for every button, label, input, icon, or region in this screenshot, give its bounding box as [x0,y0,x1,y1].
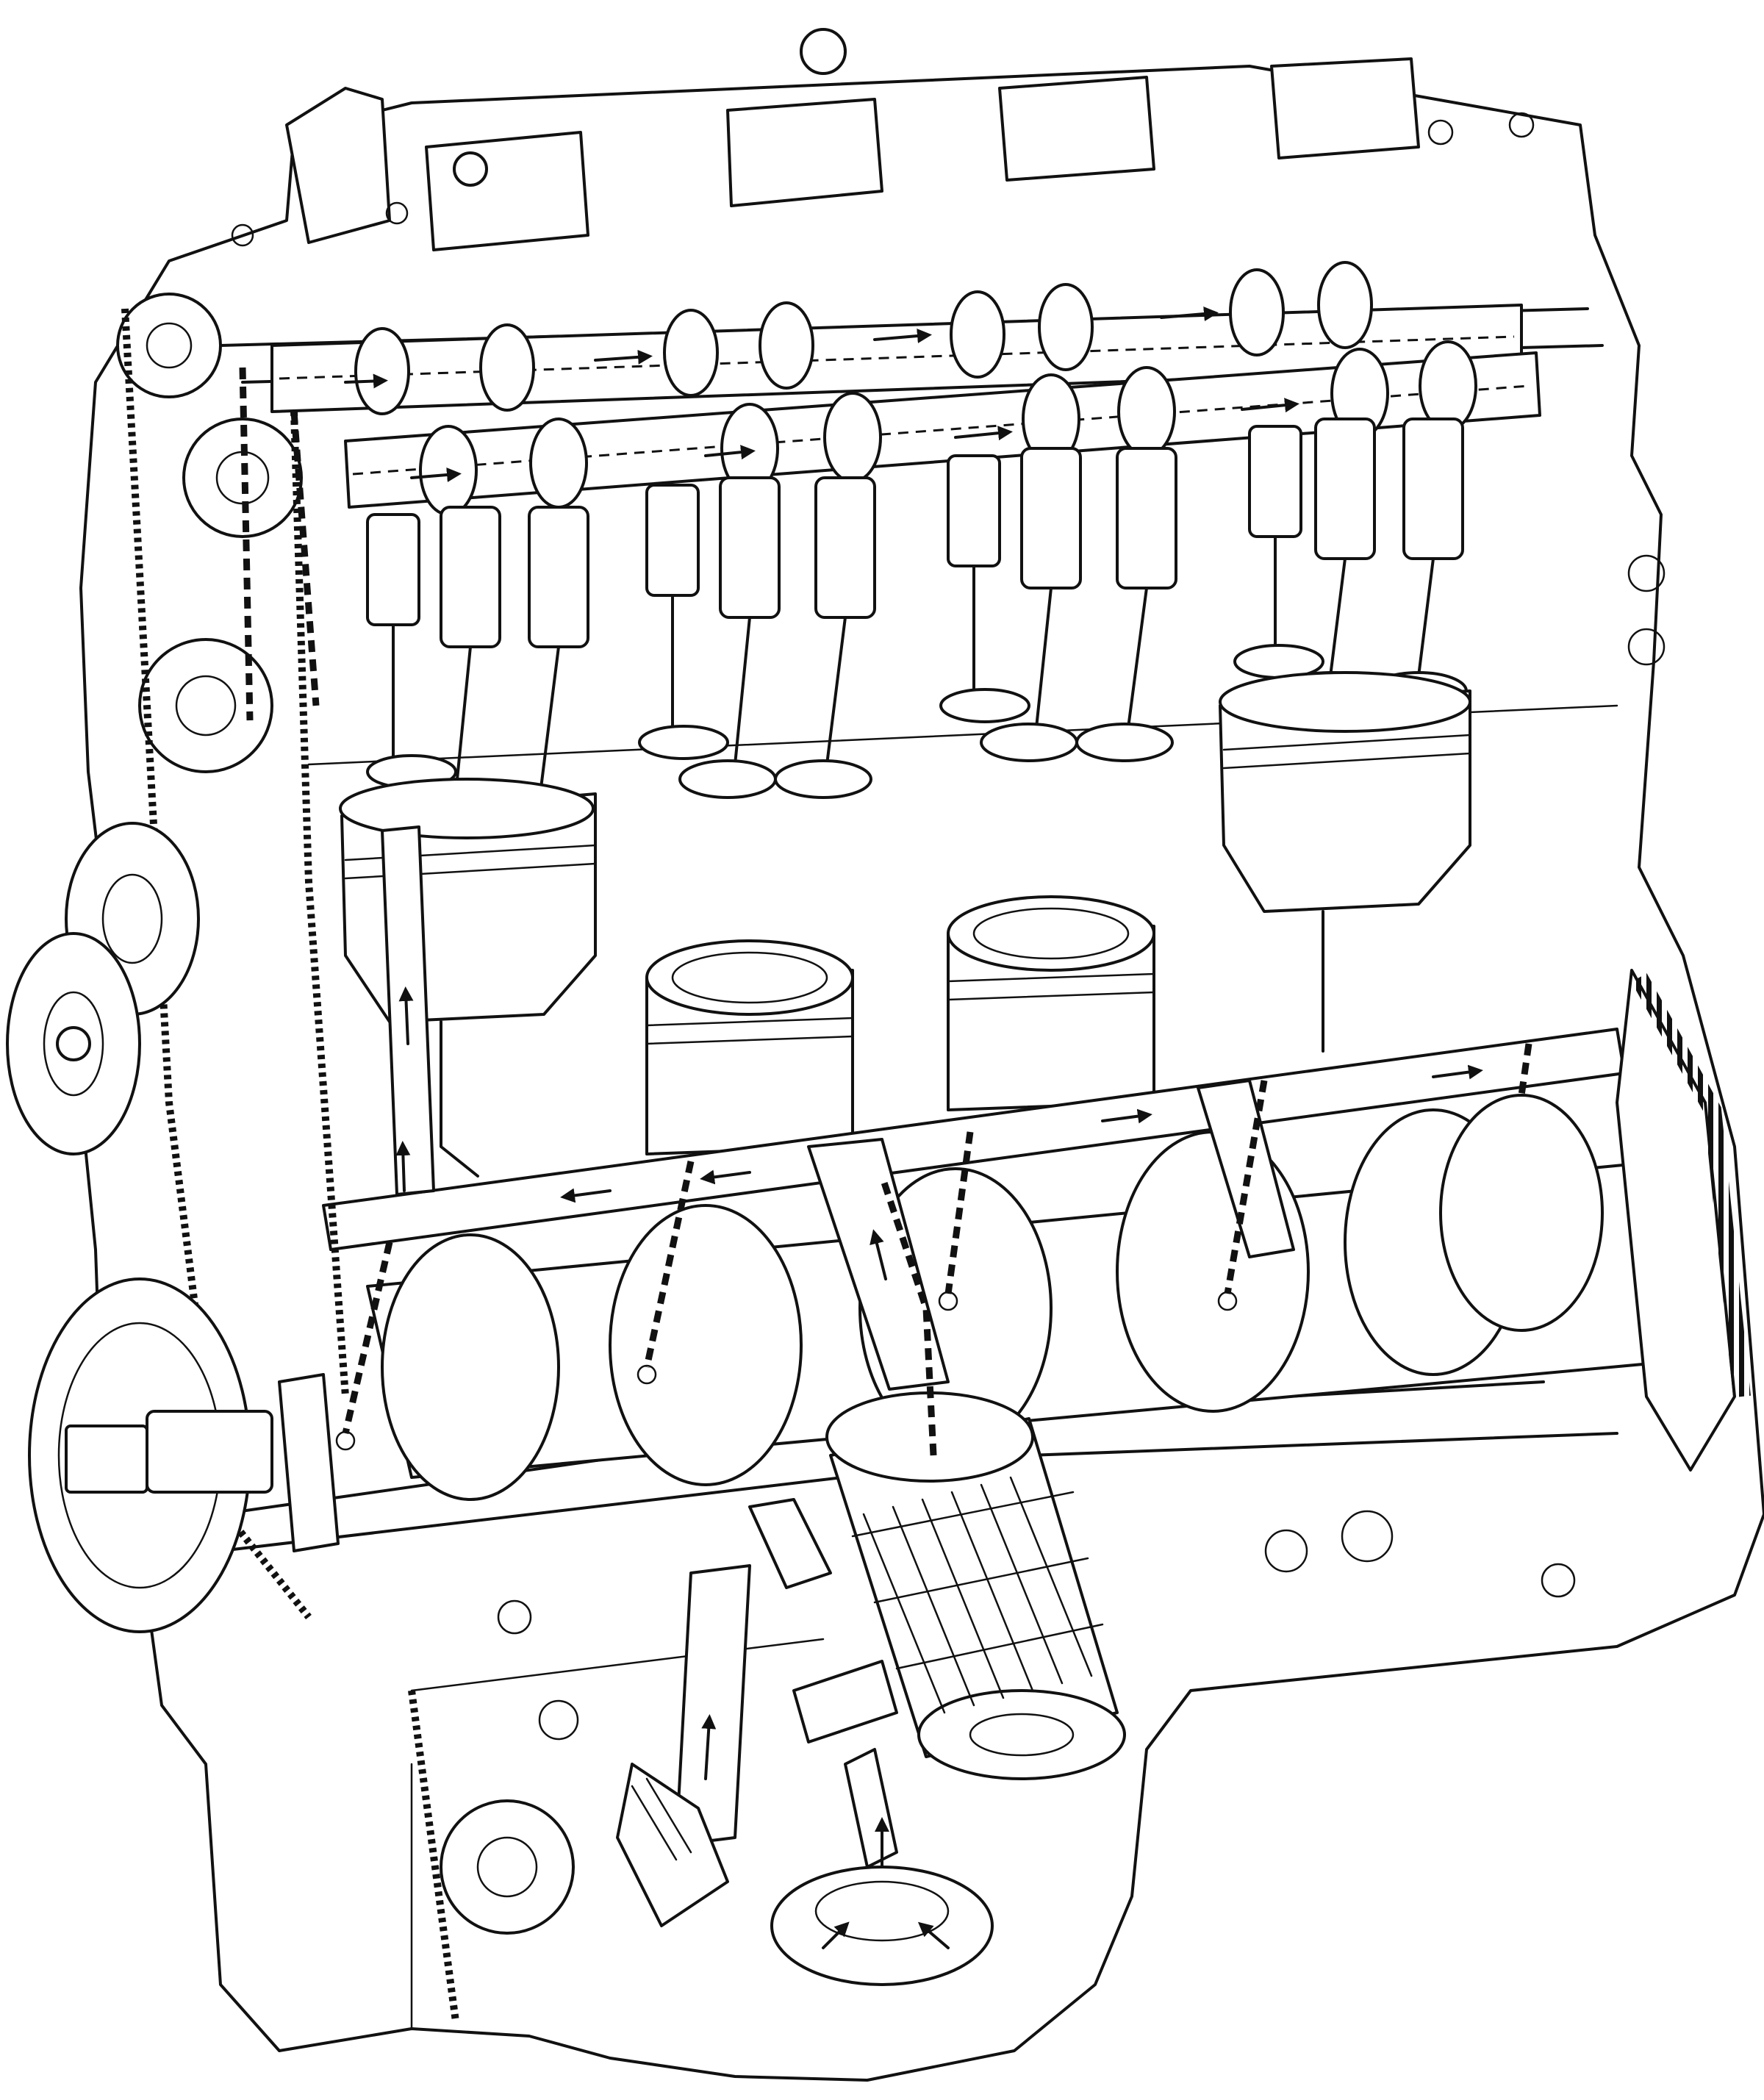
crank-pulley-bolt [65,1425,148,1494]
cam-sprocket-upper [116,293,222,398]
coil-pack-2 [726,98,883,207]
chain-tensioner-wheel [138,638,273,773]
piston-3 [947,895,1155,1111]
pickup-tube [792,1660,898,1744]
valve-group-cyl2 [638,476,876,799]
crank-web-2 [609,1204,803,1486]
valve-cover [231,28,1535,251]
coil-pack-1 [425,131,589,251]
breather-knob [453,151,488,187]
connecting-rod [807,1138,950,1391]
cam-lobes-lower [419,340,1477,516]
coil-pack-4 [1270,57,1420,160]
pump-outlet-pipe [675,1564,751,1846]
oil-filler-cap [285,87,391,244]
crank-gear [278,1373,340,1552]
accessory-pulleys [6,822,340,1633]
crank-web-4 [1116,1130,1310,1413]
camshaft-upper-oil-gallery [279,335,1515,380]
coil-pack-3 [998,76,1155,182]
filter-pleats [851,1476,1104,1714]
lifting-eye [800,28,847,75]
oil-pump-sprocket [440,1799,575,1935]
oil-strainer [770,1866,994,1986]
connecting-rod-3 [1197,1079,1295,1258]
timing-system [116,293,575,2022]
oil-filter [825,1175,1126,1780]
crank-web-1 [381,1233,560,1501]
camshafts [270,261,1541,516]
piston-4 [1219,671,1471,1053]
oil-pump-assembly [616,1498,994,1986]
filter-inlet-pipe [748,1498,832,1589]
relief-valve-housing [616,1763,729,1927]
valve-group-cyl3 [939,447,1177,762]
block-bosses [497,554,1666,1741]
flywheel [1439,969,1751,1472]
timing-chain-right [290,411,349,1397]
piston-2 [645,939,854,1155]
cam-lobes-upper [354,261,1373,415]
camshaft-oil-arrows [344,307,1299,482]
flywheel-hub [1439,1094,1604,1332]
